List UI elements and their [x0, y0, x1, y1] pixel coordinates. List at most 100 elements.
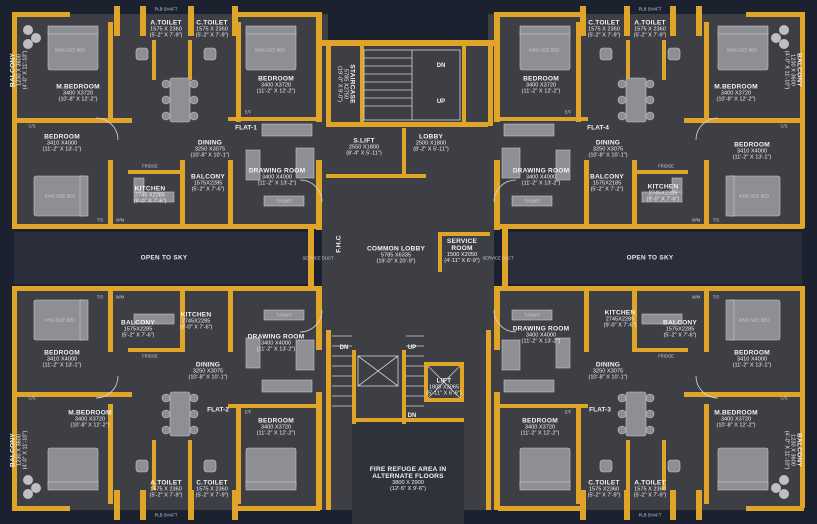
wm-tl: W/M — [115, 217, 125, 223]
stair-up-bottom: UP — [407, 345, 417, 351]
wm-br: W/M — [691, 294, 701, 300]
flat-1-tag: FLAT-1 — [235, 124, 257, 132]
fridge-tl: FRIDGE — [142, 163, 158, 169]
tv-unit-br: TV/UNIT — [523, 312, 541, 318]
ef-tr: E/F — [564, 109, 572, 115]
king-bed-label-tr: KING SIZE BED — [528, 47, 560, 53]
fridge-br: FRIDGE — [658, 353, 674, 359]
tv-unit-tr: TV/UNIT — [523, 198, 541, 204]
cs-bl: C/S — [28, 395, 36, 401]
cs-br: C/S — [780, 395, 788, 401]
stairs — [95, 49, 719, 407]
king-bed-label-tl: KING SIZE BED — [54, 47, 86, 53]
king-bed-label-tr2: KING SIZE BED — [726, 47, 758, 53]
service-duct-right: SERVICE DUCT — [482, 255, 514, 261]
ef-tl: E/F — [244, 109, 252, 115]
plb-shaft-tl: PLB SHAFT — [154, 6, 178, 12]
king-bed-label-tl2: KING SIZE BED — [254, 47, 286, 53]
service-duct-left: SERVICE DUCT — [302, 255, 334, 261]
ts-tr: T/S — [712, 217, 720, 223]
ts-tl: T/S — [96, 217, 104, 223]
flat-2-tag: FLAT-2 — [207, 406, 229, 414]
tv-unit-tl: TV/UNIT — [275, 198, 293, 204]
king-bed-label-tl3: KING SIZE BED — [44, 193, 76, 199]
fhc-label: F.H.C — [335, 235, 343, 253]
planters — [23, 25, 789, 499]
ef-br: E/F — [564, 409, 572, 415]
stair-dn-top: DN — [436, 63, 446, 69]
fridge-bl: FRIDGE — [142, 353, 158, 359]
cs-tl: C/S — [28, 123, 36, 129]
plb-shaft-br: PLB SHAFT — [638, 512, 662, 518]
furniture — [33, 25, 781, 491]
stair-dn-bottom-2: DN — [407, 413, 417, 419]
king-bed-label-bl: KING SIZE BED — [44, 317, 76, 323]
open-to-sky-left — [14, 232, 314, 284]
ef-bl: E/F — [244, 409, 252, 415]
cs-tr: C/S — [780, 123, 788, 129]
open-to-sky-right-label: OPEN TO SKY — [626, 254, 674, 262]
fire-refuge-area — [352, 420, 464, 524]
open-to-sky-right — [502, 232, 802, 284]
tv-unit-bl: TV/UNIT — [275, 312, 293, 318]
ts-bl: T/S — [96, 294, 104, 300]
wm-tr: W/M — [691, 217, 701, 223]
king-bed-label-tr3: KING SIZE BED — [738, 193, 770, 199]
plb-shaft-bl: PLB SHAFT — [154, 512, 178, 518]
wm-bl: W/M — [115, 294, 125, 300]
plb-shaft-tr: PLB SHAFT — [638, 6, 662, 12]
stair-up-top: UP — [436, 99, 446, 105]
open-to-sky-left-label: OPEN TO SKY — [140, 254, 188, 262]
fridge-tr: FRIDGE — [658, 163, 674, 169]
flat-4-tag: FLAT-4 — [587, 124, 609, 132]
stair-dn-bottom: DN — [339, 345, 349, 351]
king-bed-label-br: KING SIZE BED — [738, 317, 770, 323]
flat-3-tag: FLAT-3 — [589, 406, 611, 414]
walls — [12, 6, 805, 520]
